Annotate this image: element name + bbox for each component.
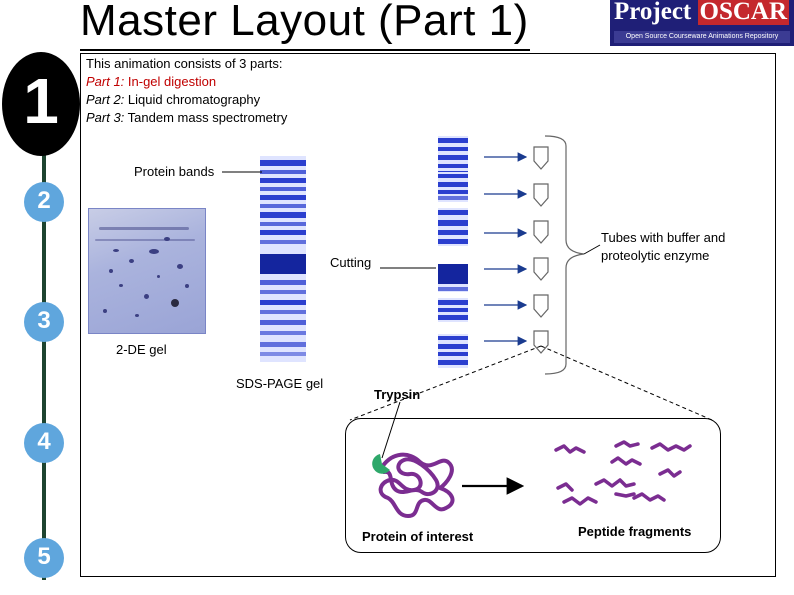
logo-word-project: Project: [614, 0, 692, 25]
intro-text: This animation consists of 3 parts: Part…: [86, 55, 287, 127]
step-4-label: 4: [37, 428, 51, 455]
animation-frame: [80, 53, 776, 577]
part-1-line: Part 1: In-gel digestion: [86, 73, 287, 91]
label-tubes-line2: proteolytic enzyme: [601, 248, 710, 263]
step-2-button[interactable]: 2: [24, 182, 64, 222]
tube-icon: [533, 257, 549, 281]
part-2-prefix: Part 2:: [86, 92, 125, 107]
part-3-prefix: Part 3:: [86, 110, 125, 125]
part-3-text: Tandem mass spectrometry: [124, 110, 288, 125]
label-protein-bands: Protein bands: [134, 164, 215, 179]
part-2-line: Part 2: Liquid chromatography: [86, 91, 287, 109]
tube-icon: [533, 294, 549, 318]
tube-icon: [533, 330, 549, 354]
label-2de-gel: 2-DE gel: [116, 342, 167, 357]
step-timeline: [42, 110, 46, 580]
title-underline: [80, 49, 530, 51]
project-oscar-logo: Project OSCAR Open Source Courseware Ani…: [610, 0, 794, 46]
intro-line: This animation consists of 3 parts:: [86, 56, 283, 71]
tube-icon: [533, 183, 549, 207]
2de-gel-image: [88, 208, 206, 334]
part-1-text: In-gel digestion: [124, 74, 217, 89]
part-3-line: Part 3: Tandem mass spectrometry: [86, 109, 287, 127]
tube-icon: [533, 220, 549, 244]
step-3-button[interactable]: 3: [24, 302, 64, 342]
sds-page-gel-lane: [260, 156, 306, 362]
gel-piece-1: [438, 136, 468, 178]
part-2-text: Liquid chromatography: [124, 92, 261, 107]
label-tubes-line1: Tubes with buffer and: [601, 230, 726, 245]
step-3-label: 3: [37, 307, 51, 334]
logo-subtitle: Open Source Courseware Animations Reposi…: [614, 31, 790, 43]
label-cutting: Cutting: [330, 255, 372, 270]
step-1-label: 1: [23, 65, 59, 137]
logo-title: Project OSCAR: [614, 0, 790, 26]
step-2-label: 2: [37, 187, 51, 214]
gel-piece-6: [438, 334, 468, 368]
label-peptide-fragments: Peptide fragments: [578, 524, 692, 539]
label-sds-page-gel: SDS-PAGE gel: [236, 376, 324, 391]
gel-piece-5: [438, 298, 468, 322]
step-4-button[interactable]: 4: [24, 423, 64, 463]
page-title: Master Layout (Part 1): [80, 0, 529, 45]
label-trypsin: Trypsin: [374, 387, 421, 402]
step-1-button[interactable]: 1: [2, 52, 80, 156]
part-1-prefix: Part 1:: [86, 74, 125, 89]
gel-piece-2: [438, 172, 468, 202]
tube-icon: [533, 146, 549, 170]
logo-word-oscar: OSCAR: [697, 0, 790, 25]
step-5-button[interactable]: 5: [24, 538, 64, 578]
label-protein-of-interest: Protein of interest: [362, 529, 474, 544]
step-5-label: 5: [37, 543, 51, 570]
gel-piece-4: [438, 264, 468, 292]
gel-piece-3: [438, 208, 468, 246]
